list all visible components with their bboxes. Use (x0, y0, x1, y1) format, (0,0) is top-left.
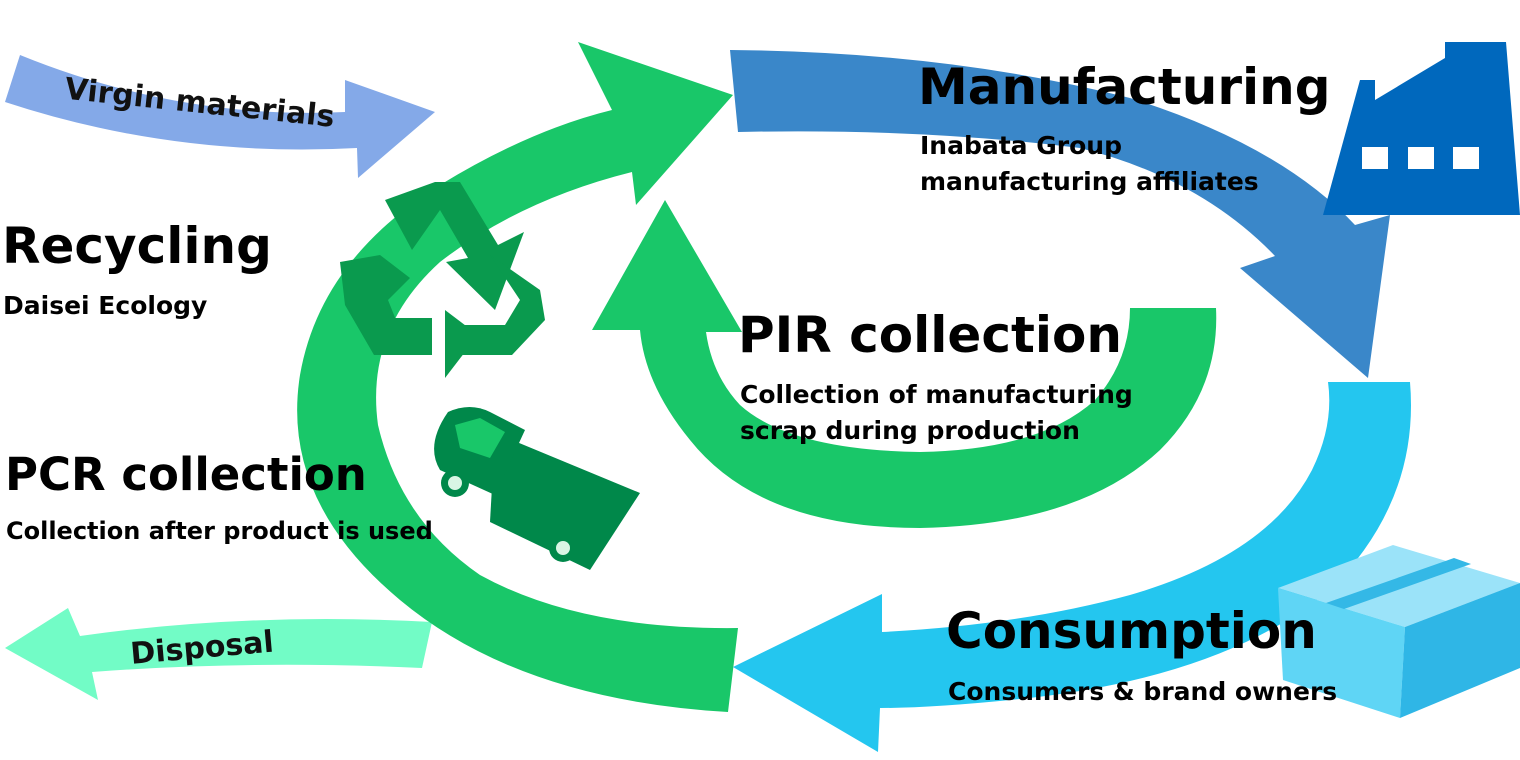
pcr-collection-title: PCR collection (5, 448, 367, 501)
pir-collection-title: PIR collection (738, 306, 1122, 364)
recycling-subtitle: Daisei Ecology (3, 291, 207, 320)
manufacturing-subtitle-line1: Inabata Group (920, 131, 1122, 160)
consumption-arc (733, 382, 1411, 752)
consumption-title: Consumption (946, 602, 1317, 660)
manufacturing-subtitle-line2: manufacturing affiliates (920, 167, 1259, 196)
pcr-collection-subtitle: Collection after product is used (6, 517, 433, 545)
disposal-arrow: Disposal (5, 608, 432, 700)
virgin-materials-arrow: Virgin materials (5, 55, 435, 178)
factory-icon (1323, 42, 1520, 215)
truck-icon (434, 407, 640, 570)
recycle-icon (340, 182, 545, 378)
manufacturing-title: Manufacturing (918, 58, 1331, 116)
pir-collection-subtitle-line1: Collection of manufacturing (740, 380, 1133, 409)
consumption-subtitle: Consumers & brand owners (948, 677, 1337, 706)
pir-collection-subtitle-line2: scrap during production (740, 416, 1080, 445)
pir-loop (592, 200, 1217, 528)
box-icon (1278, 545, 1520, 718)
recycling-title: Recycling (2, 217, 272, 275)
manufacturing-arc (730, 50, 1390, 378)
